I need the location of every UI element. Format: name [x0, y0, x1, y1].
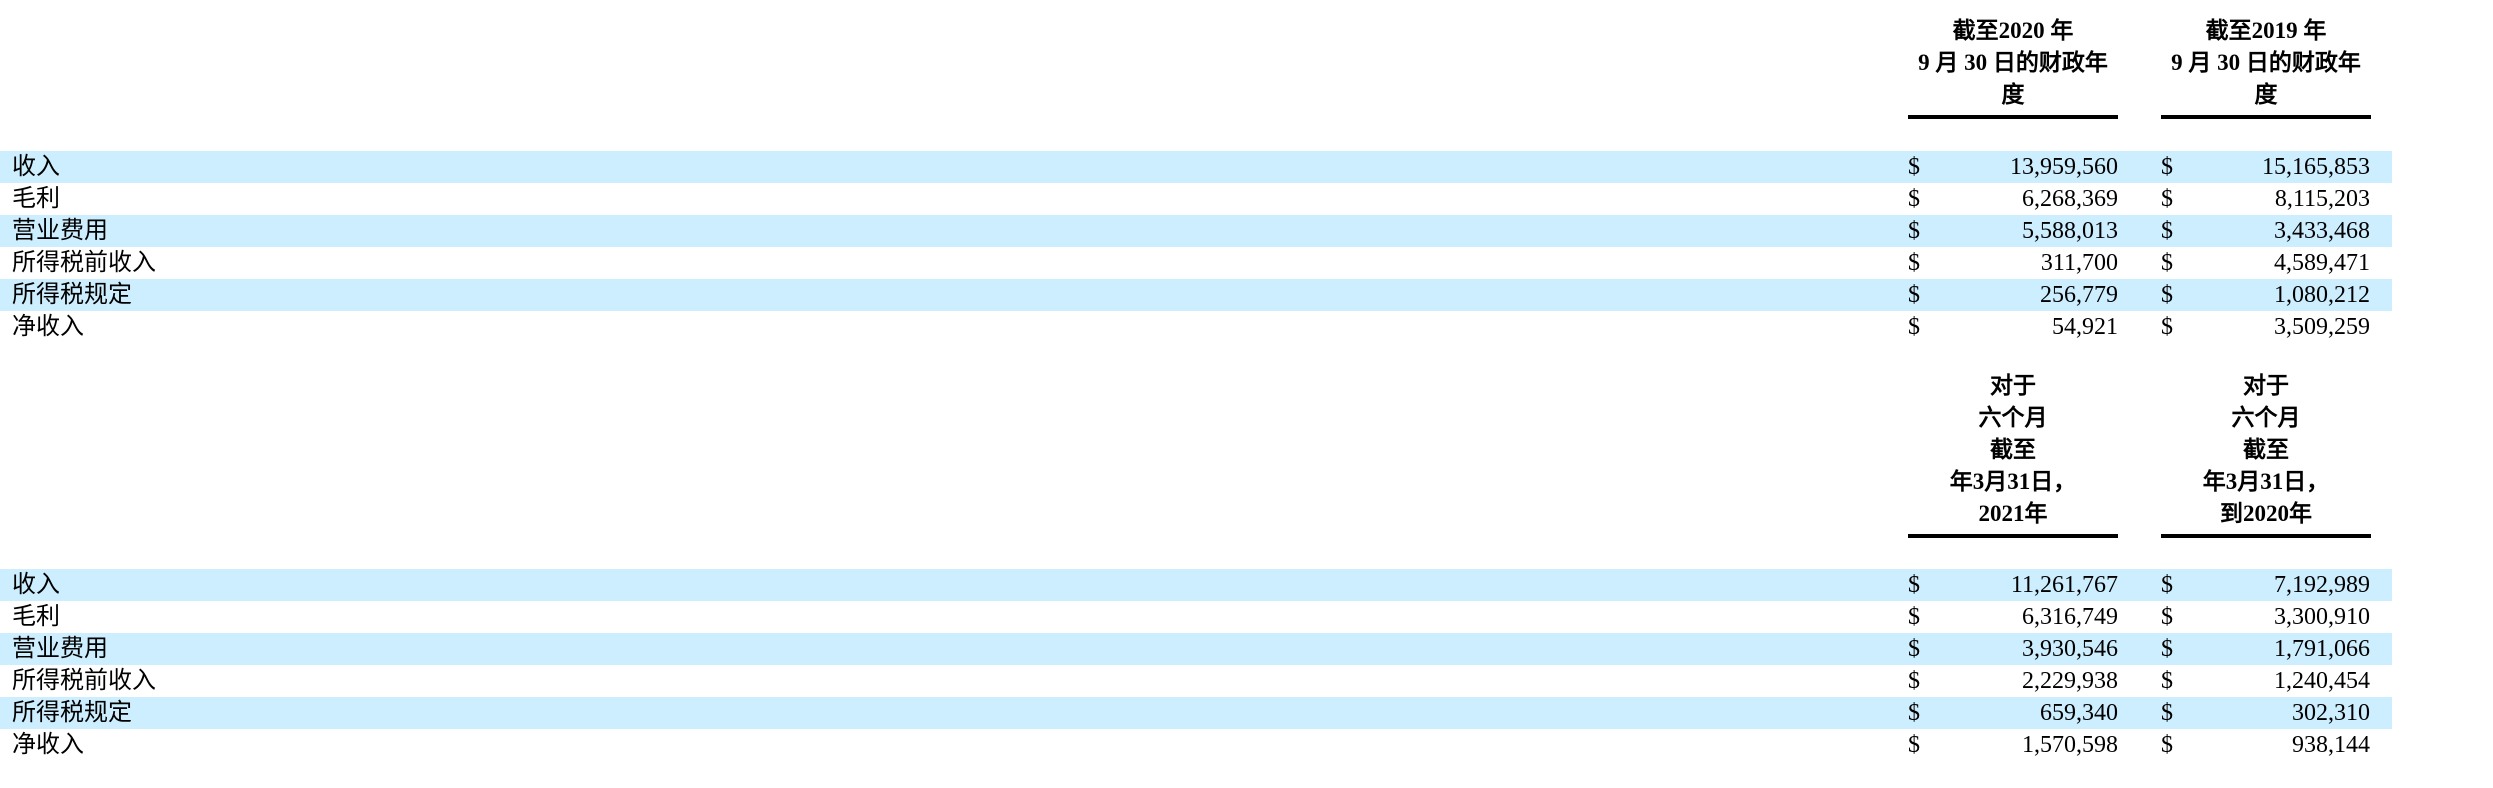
- table-row: 营业费用 $3,930,546 $1,791,066: [0, 633, 2392, 665]
- row-label: 营业费用: [12, 218, 108, 244]
- column-header-line: 对于: [2243, 373, 2289, 398]
- table-row: 所得税前收入 $311,700 $4,589,471: [0, 247, 2392, 279]
- cell-value: 3,930,546: [2022, 636, 2118, 662]
- row-label: 营业费用: [12, 636, 108, 662]
- currency-symbol: $: [2161, 636, 2173, 662]
- currency-symbol: $: [1908, 314, 1920, 340]
- row-label: 毛利: [12, 604, 60, 630]
- row-label: 所得税前收入: [12, 250, 156, 276]
- currency-symbol: $: [1908, 250, 1920, 276]
- column-header: 对于六个月截至年3月31日， 到2020年: [2141, 370, 2391, 530]
- currency-symbol: $: [2161, 282, 2173, 308]
- header-underline: [2161, 534, 2371, 538]
- column-header-line: 六个月: [2231, 405, 2301, 430]
- cell-value: 659,340: [2040, 700, 2118, 726]
- column-header: 对于六个月截至年3月31日， 2021年: [1888, 370, 2138, 530]
- currency-symbol: $: [1908, 668, 1920, 694]
- table-row: 所得税规定 $659,340 $302,310: [0, 697, 2392, 729]
- cell-value: 7,192,989: [2274, 572, 2370, 598]
- cell-value: 1,791,066: [2274, 636, 2370, 662]
- currency-symbol: $: [1908, 154, 1920, 180]
- cell-value: 3,433,468: [2274, 218, 2370, 244]
- cell-value: 3,300,910: [2274, 604, 2370, 630]
- table-row: 收入 $11,261,767 $7,192,989: [0, 569, 2392, 601]
- currency-symbol: $: [1908, 282, 1920, 308]
- row-label: 所得税规定: [12, 282, 132, 308]
- currency-symbol: $: [2161, 218, 2173, 244]
- row-label: 收入: [12, 154, 60, 180]
- cell-value: 302,310: [2292, 700, 2370, 726]
- column-header-line: 截至: [1990, 437, 2036, 462]
- cell-value: 5,588,013: [2022, 218, 2118, 244]
- currency-symbol: $: [2161, 732, 2173, 758]
- currency-symbol: $: [1908, 218, 1920, 244]
- currency-symbol: $: [2161, 572, 2173, 598]
- cell-value: 6,268,369: [2022, 186, 2118, 212]
- table-row: 收入 $13,959,560 $15,165,853: [0, 151, 2392, 183]
- table-row: 所得税规定 $256,779 $1,080,212: [0, 279, 2392, 311]
- header-underline: [1908, 534, 2118, 538]
- cell-value: 15,165,853: [2262, 154, 2370, 180]
- column-header-line: 六个月: [1978, 405, 2048, 430]
- cell-value: 13,959,560: [2010, 154, 2118, 180]
- row-label: 所得税前收入: [12, 668, 156, 694]
- cell-value: 54,921: [2052, 314, 2118, 340]
- currency-symbol: $: [2161, 700, 2173, 726]
- cell-value: 2,229,938: [2022, 668, 2118, 694]
- cell-value: 11,261,767: [2010, 572, 2118, 598]
- currency-symbol: $: [2161, 604, 2173, 630]
- header-underline: [1908, 115, 2118, 119]
- cell-value: 3,509,259: [2274, 314, 2370, 340]
- currency-symbol: $: [1908, 572, 1920, 598]
- currency-symbol: $: [2161, 186, 2173, 212]
- cell-value: 938,144: [2292, 732, 2370, 758]
- column-header: 截至2019 年 9 月 30 日的财政年度: [2141, 15, 2391, 111]
- currency-symbol: $: [2161, 314, 2173, 340]
- cell-value: 1,080,212: [2274, 282, 2370, 308]
- column-header-line: 截至2020 年: [1952, 18, 2074, 43]
- column-header-line: 年3月31日，: [1949, 469, 2077, 494]
- cell-value: 6,316,749: [2022, 604, 2118, 630]
- header-underline: [2161, 115, 2371, 119]
- row-label: 净收入: [12, 732, 84, 758]
- column-header-line: 9 月 30 日的财政年: [2171, 50, 2361, 75]
- row-label: 所得税规定: [12, 700, 132, 726]
- currency-symbol: $: [1908, 636, 1920, 662]
- cell-value: 4,589,471: [2274, 250, 2370, 276]
- table-row: 净收入 $1,570,598 $938,144: [0, 729, 2392, 761]
- column-header-line: 截至2019 年: [2205, 18, 2327, 43]
- currency-symbol: $: [2161, 154, 2173, 180]
- row-label: 毛利: [12, 186, 60, 212]
- table-row: 净收入 $54,921 $3,509,259: [0, 311, 2392, 343]
- currency-symbol: $: [1908, 186, 1920, 212]
- currency-symbol: $: [1908, 732, 1920, 758]
- table-row: 毛利 $6,316,749 $3,300,910: [0, 601, 2392, 633]
- column-header-line: 年3月31日，: [2202, 469, 2330, 494]
- currency-symbol: $: [2161, 250, 2173, 276]
- table-row: 所得税前收入 $2,229,938 $1,240,454: [0, 665, 2392, 697]
- row-label: 净收入: [12, 314, 84, 340]
- currency-symbol: $: [1908, 700, 1920, 726]
- row-label: 收入: [12, 572, 60, 598]
- currency-symbol: $: [1908, 604, 1920, 630]
- table-row: 营业费用 $5,588,013 $3,433,468: [0, 215, 2392, 247]
- table-row: 毛利 $6,268,369 $8,115,203: [0, 183, 2392, 215]
- column-header-line: 9 月 30 日的财政年: [1918, 50, 2108, 75]
- column-header-line: 度: [2254, 82, 2278, 107]
- cell-value: 8,115,203: [2274, 186, 2370, 212]
- column-header-line: 截至: [2243, 437, 2289, 462]
- cell-value: 256,779: [2040, 282, 2118, 308]
- cell-value: 1,240,454: [2274, 668, 2370, 694]
- cell-value: 1,570,598: [2022, 732, 2118, 758]
- column-header: 截至2020 年 9 月 30 日的财政年度: [1888, 15, 2138, 111]
- currency-symbol: $: [2161, 668, 2173, 694]
- column-header-line: 到2020年: [2220, 501, 2312, 526]
- column-header-line: 2021年: [1978, 501, 2048, 526]
- column-header-line: 对于: [1990, 373, 2036, 398]
- cell-value: 311,700: [2040, 250, 2118, 276]
- column-header-line: 度: [2001, 82, 2025, 107]
